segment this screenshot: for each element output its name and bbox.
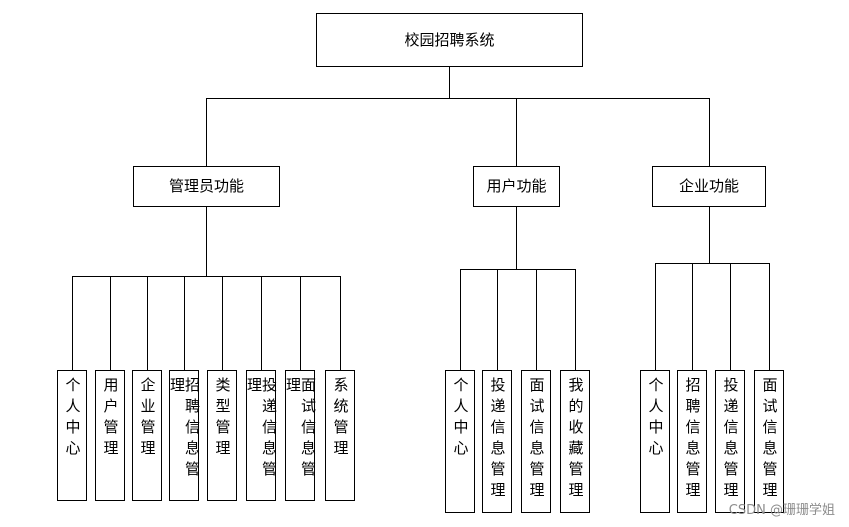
leaf-node-label: 投递信息管理 bbox=[245, 377, 278, 482]
leaf-node: 招聘信息管理 bbox=[168, 370, 201, 501]
connector bbox=[709, 207, 710, 264]
connector bbox=[449, 67, 450, 98]
connector bbox=[460, 269, 461, 370]
leaf-node-label: 投递信息管理 bbox=[488, 377, 507, 503]
connector bbox=[184, 276, 185, 370]
leaf-node: 个人中心 bbox=[445, 370, 475, 513]
leaf-node: 投递信息管理 bbox=[245, 370, 278, 501]
leaf-node: 企业管理 bbox=[132, 370, 162, 501]
leaf-node: 个人中心 bbox=[57, 370, 87, 501]
connector bbox=[206, 98, 710, 99]
connector bbox=[206, 207, 207, 277]
leaf-node-label: 企业管理 bbox=[138, 377, 157, 461]
leaf-node: 个人中心 bbox=[640, 370, 670, 513]
connector bbox=[692, 263, 693, 370]
group-node-company: 企业功能 bbox=[652, 166, 766, 207]
leaf-node-label: 招聘信息管理 bbox=[683, 377, 702, 503]
connector bbox=[72, 276, 73, 370]
connector bbox=[536, 269, 537, 370]
connector bbox=[730, 263, 731, 370]
connector bbox=[516, 207, 517, 270]
connector bbox=[110, 276, 111, 370]
leaf-node: 投递信息管理 bbox=[482, 370, 512, 513]
leaf-node-label: 我的收藏管理 bbox=[566, 377, 585, 503]
leaf-node: 用户管理 bbox=[95, 370, 125, 501]
leaf-node-label: 个人中心 bbox=[63, 377, 82, 461]
leaf-node: 投递信息管理 bbox=[715, 370, 745, 513]
leaf-node-label: 招聘信息管理 bbox=[168, 377, 201, 482]
connector bbox=[575, 269, 576, 370]
group-node-user: 用户功能 bbox=[473, 166, 560, 207]
leaf-node-label: 个人中心 bbox=[646, 377, 665, 461]
leaf-node-label: 系统管理 bbox=[331, 377, 350, 461]
group-node-admin: 管理员功能 bbox=[133, 166, 280, 207]
leaf-node-label: 投递信息管理 bbox=[721, 377, 740, 503]
root-node-label: 校园招聘系统 bbox=[404, 30, 495, 49]
leaf-node-label: 面试信息管理 bbox=[527, 377, 546, 503]
root-node: 校园招聘系统 bbox=[316, 13, 583, 67]
leaf-node: 面试信息管理 bbox=[754, 370, 784, 513]
leaf-node: 类型管理 bbox=[207, 370, 237, 501]
connector bbox=[709, 98, 710, 166]
leaf-node: 招聘信息管理 bbox=[677, 370, 707, 513]
connector bbox=[497, 269, 498, 370]
leaf-node: 面试信息管理 bbox=[284, 370, 317, 501]
leaf-node-label: 类型管理 bbox=[213, 377, 232, 461]
group-node-label: 企业功能 bbox=[678, 177, 739, 195]
connector bbox=[261, 276, 262, 370]
connector bbox=[460, 269, 576, 270]
leaf-node: 系统管理 bbox=[325, 370, 355, 501]
connector bbox=[222, 276, 223, 370]
group-node-label: 管理员功能 bbox=[168, 177, 244, 195]
group-node-label: 用户功能 bbox=[486, 177, 547, 195]
connector bbox=[147, 276, 148, 370]
leaf-node-label: 个人中心 bbox=[451, 377, 470, 461]
connector bbox=[340, 276, 341, 370]
watermark: CSDN @珊珊学姐 bbox=[728, 503, 835, 518]
connector bbox=[655, 263, 656, 370]
connector bbox=[516, 98, 517, 166]
leaf-node-label: 用户管理 bbox=[101, 377, 120, 461]
leaf-node-label: 面试信息管理 bbox=[284, 377, 317, 482]
connector bbox=[769, 263, 770, 370]
connector bbox=[300, 276, 301, 370]
connector bbox=[655, 263, 770, 264]
leaf-node: 面试信息管理 bbox=[521, 370, 551, 513]
leaf-node: 我的收藏管理 bbox=[560, 370, 590, 513]
connector bbox=[206, 98, 207, 166]
connector bbox=[72, 276, 341, 277]
leaf-node-label: 面试信息管理 bbox=[760, 377, 779, 503]
